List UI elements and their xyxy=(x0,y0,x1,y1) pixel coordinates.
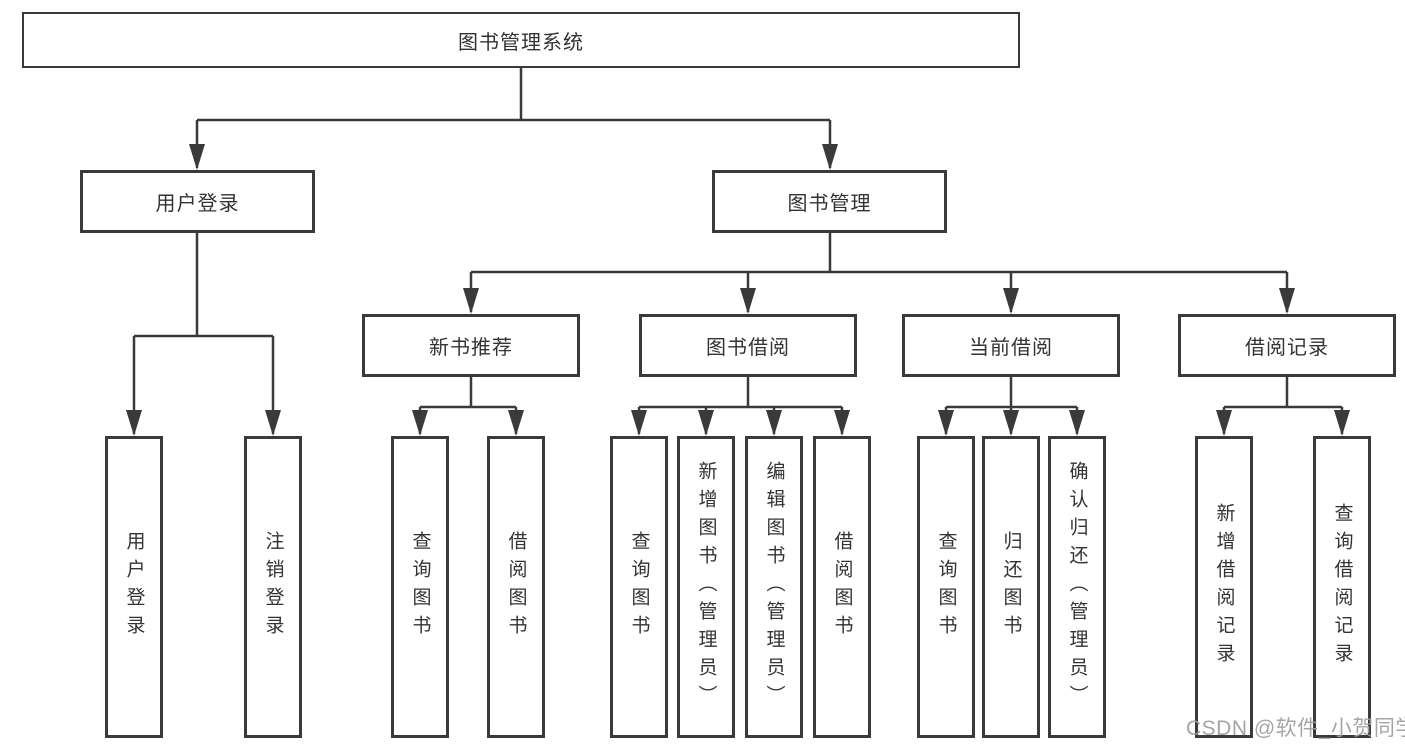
leaf-label: 新增图书（管理员） xyxy=(695,461,717,713)
leaf-label: 借阅图书 xyxy=(831,531,853,643)
node-borrow-records: 借阅记录 xyxy=(1178,314,1396,377)
leaf-query-books-borrowing: 查询图书 xyxy=(610,436,668,738)
node-current-borrowing: 当前借阅 xyxy=(902,314,1120,377)
leaf-query-books-recommend: 查询图书 xyxy=(391,436,449,738)
leaf-query-borrow-record: 查询借阅记录 xyxy=(1313,436,1371,738)
leaf-label: 新增借阅记录 xyxy=(1213,503,1235,671)
leaf-label: 查询图书 xyxy=(628,531,650,643)
node-label: 用户登录 xyxy=(155,193,240,215)
leaf-label: 查询图书 xyxy=(935,531,957,643)
leaf-borrow-books-borrowing: 借阅图书 xyxy=(813,436,871,738)
leaf-label: 编辑图书（管理员） xyxy=(763,461,785,713)
node-book-borrowing: 图书借阅 xyxy=(639,314,857,377)
leaf-label: 用户登录 xyxy=(123,531,145,643)
leaf-confirm-return-admin: 确认归还（管理员） xyxy=(1048,436,1106,738)
node-label: 新书推荐 xyxy=(429,337,513,359)
leaf-label: 归还图书 xyxy=(1000,531,1022,643)
node-label: 当前借阅 xyxy=(969,337,1053,359)
node-book-management: 图书管理 xyxy=(712,170,947,233)
node-label: 借阅记录 xyxy=(1245,337,1329,359)
leaf-logout: 注销登录 xyxy=(244,436,302,738)
leaf-add-books-admin: 新增图书（管理员） xyxy=(677,436,735,738)
leaf-query-books-current: 查询图书 xyxy=(917,436,975,738)
leaf-label: 确认归还（管理员） xyxy=(1066,461,1088,713)
node-label: 图书管理系统 xyxy=(458,31,584,54)
leaf-label: 注销登录 xyxy=(262,531,284,643)
leaf-edit-books-admin: 编辑图书（管理员） xyxy=(745,436,803,738)
node-library-management-system: 图书管理系统 xyxy=(22,12,1020,68)
leaf-label: 查询借阅记录 xyxy=(1331,503,1353,671)
leaf-borrow-books-recommend: 借阅图书 xyxy=(487,436,545,738)
node-label: 图书管理 xyxy=(787,193,872,215)
node-label: 图书借阅 xyxy=(706,337,790,359)
leaf-user-login: 用户登录 xyxy=(105,436,163,738)
node-user-login: 用户登录 xyxy=(80,170,315,233)
leaf-label: 借阅图书 xyxy=(505,531,527,643)
leaf-return-books: 归还图书 xyxy=(982,436,1040,738)
leaf-label: 查询图书 xyxy=(409,531,431,643)
leaf-add-borrow-record: 新增借阅记录 xyxy=(1195,436,1253,738)
csdn-watermark: CSDN @软件_小贺同学 xyxy=(1186,717,1405,740)
node-new-book-recommend: 新书推荐 xyxy=(362,314,580,377)
